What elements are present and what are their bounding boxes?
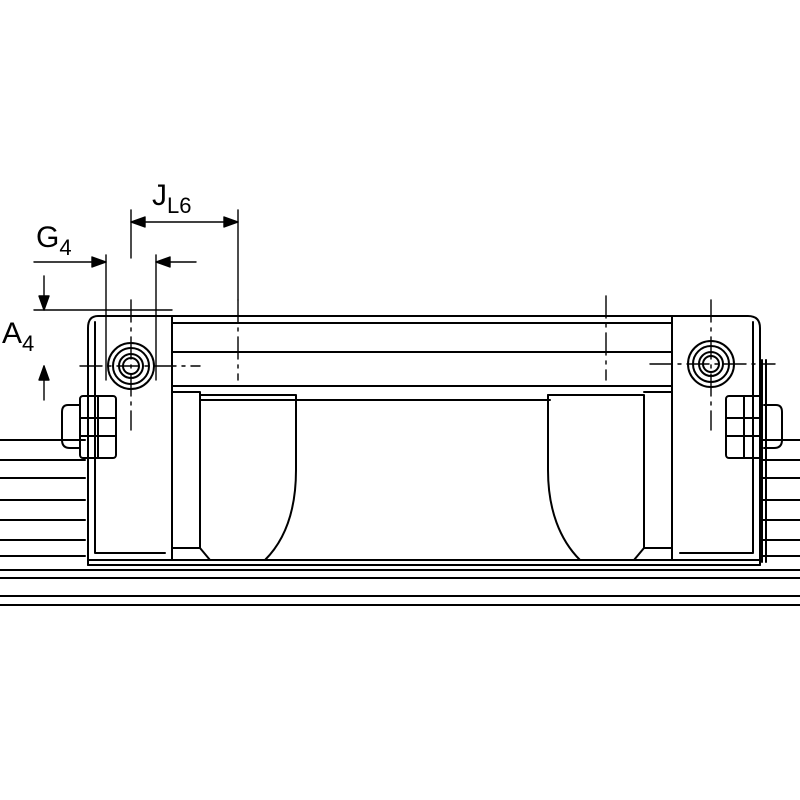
dimension-a4 — [33, 275, 173, 401]
label-g4: G4 — [36, 221, 72, 260]
label-a4-main: A — [2, 317, 22, 350]
dimension-j-l6 — [130, 209, 239, 301]
label-j-l6-main: J — [152, 179, 167, 212]
label-j-l6-sub: L6 — [167, 193, 191, 218]
dimension-g4 — [33, 254, 197, 381]
label-a4-sub: 4 — [22, 331, 34, 356]
label-j-l6: JL6 — [152, 179, 191, 218]
label-a4: A4 — [2, 317, 34, 356]
center-lines — [79, 295, 776, 431]
side-fitting-right — [725, 359, 783, 563]
label-g4-sub: 4 — [59, 235, 71, 260]
carriage-body — [87, 315, 761, 566]
lower-cutouts — [171, 391, 673, 561]
label-g4-main: G — [36, 221, 59, 254]
side-fitting-left — [61, 395, 117, 459]
guide-rail — [0, 439, 800, 606]
